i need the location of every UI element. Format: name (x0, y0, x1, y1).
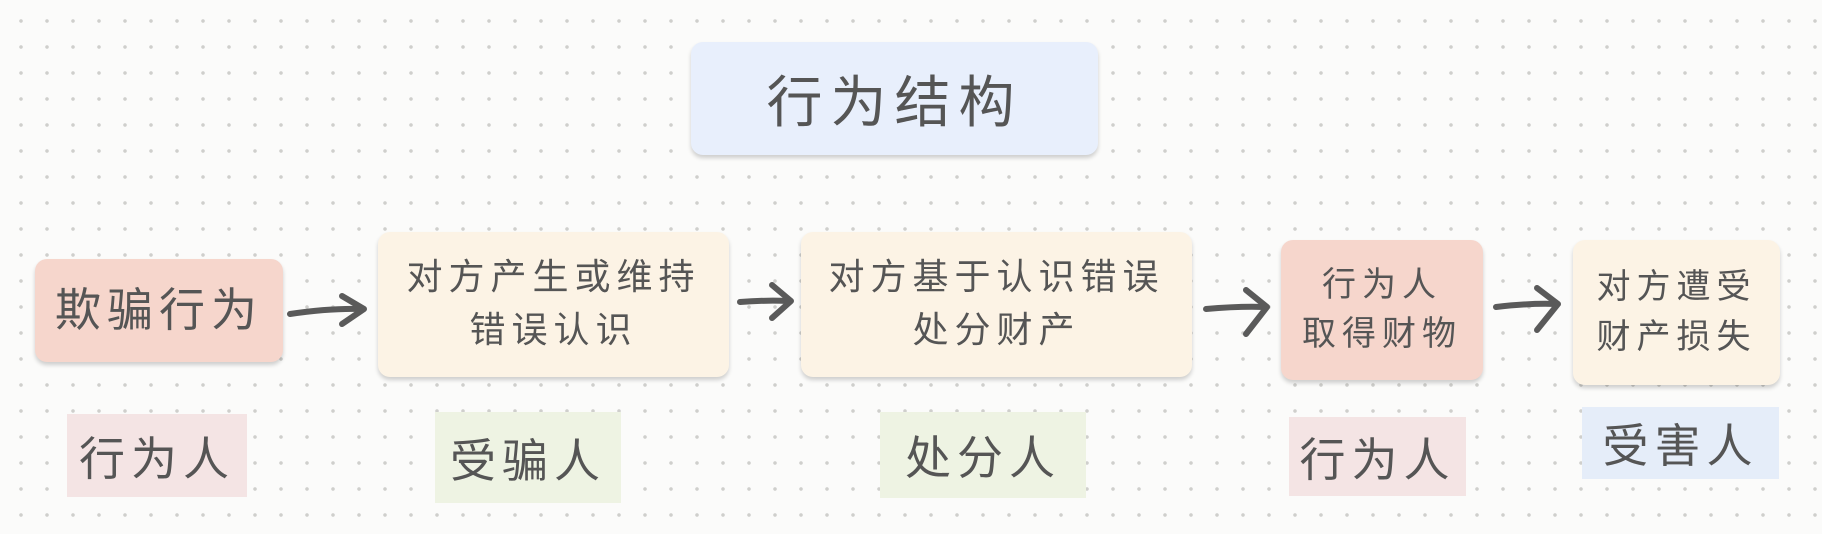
role-actor: 行为人 (67, 414, 247, 497)
step-label: 对方产生或维持 错误认识 (406, 257, 701, 351)
role-label: 行为人 (1299, 432, 1456, 487)
role-disposer: 处分人 (880, 412, 1086, 498)
step-property-loss: 对方遭受 财产损失 (1573, 240, 1780, 385)
role-label: 受害人 (1602, 419, 1759, 473)
arrow-3 (1203, 287, 1270, 337)
step-disposal: 对方基于认识错误 处分财产 (801, 232, 1192, 377)
step-label: 行为人 取得财物 (1302, 264, 1462, 354)
role-label: 受骗人 (450, 433, 606, 488)
step-label: 对方遭受 财产损失 (1596, 267, 1757, 357)
step-label: 欺骗行为 (55, 283, 263, 338)
role-victim: 受害人 (1582, 407, 1779, 479)
step-false-belief: 对方产生或维持 错误认识 (378, 232, 729, 377)
arrow-1 (287, 293, 367, 327)
step-label: 对方基于认识错误 处分财产 (828, 257, 1165, 351)
arrow-4 (1493, 285, 1561, 333)
title-box: 行为结构 (691, 42, 1098, 155)
step-deception: 欺骗行为 (35, 259, 283, 362)
step-acquire-property: 行为人 取得财物 (1281, 240, 1483, 380)
role-actor-2: 行为人 (1289, 417, 1466, 496)
arrow-2 (737, 282, 794, 321)
role-label: 处分人 (905, 431, 1061, 485)
diagram-title: 行为结构 (766, 71, 1023, 136)
role-deceived: 受骗人 (435, 412, 621, 503)
role-label: 行为人 (79, 431, 235, 486)
